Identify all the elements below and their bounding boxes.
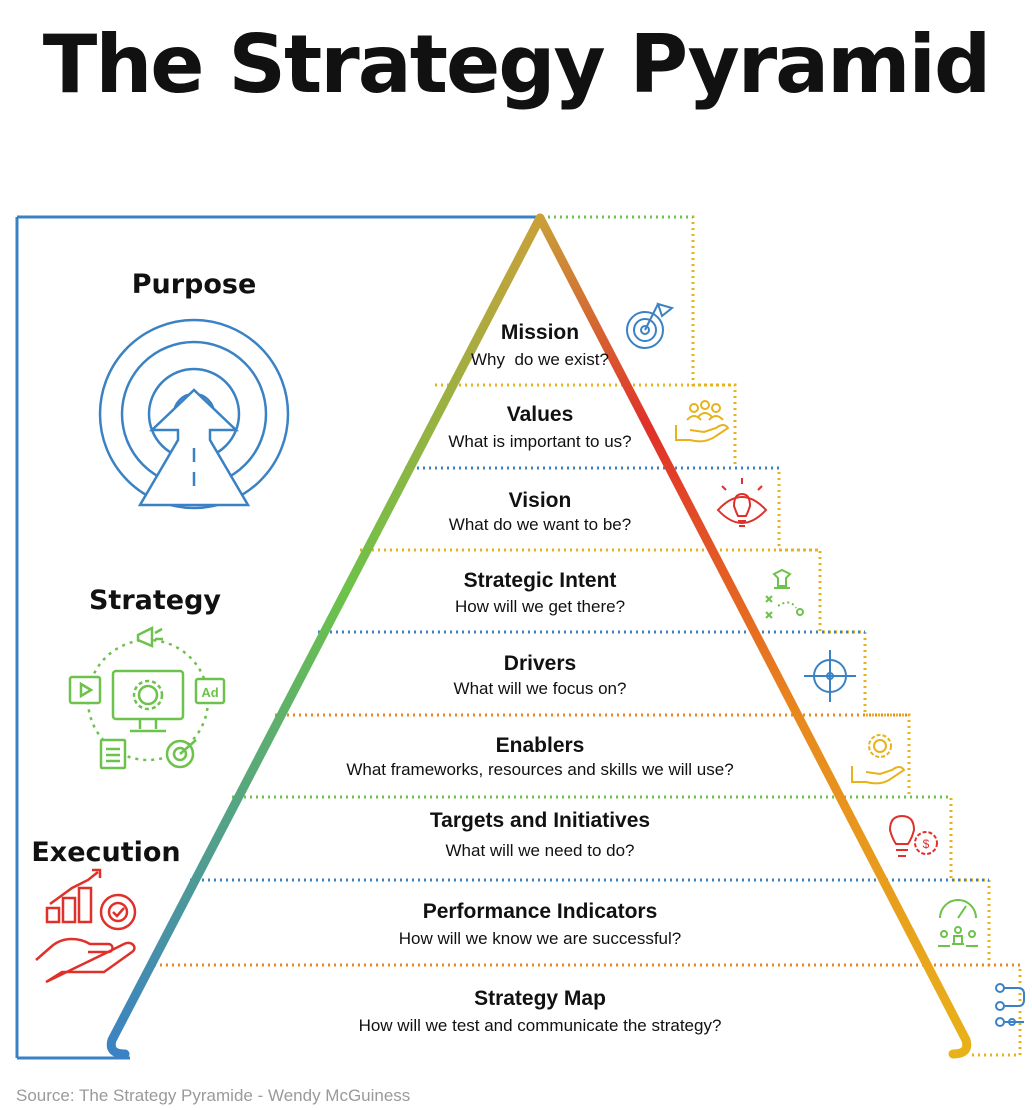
svg-text:Ad: Ad xyxy=(201,685,218,700)
section-label-purpose: Purpose xyxy=(132,269,257,300)
level-drivers: Drivers What will we focus on? xyxy=(454,652,627,698)
level-values: Values What is important to us? xyxy=(448,403,631,451)
section-label-strategy: Strategy xyxy=(89,585,221,616)
growth-hand-icon xyxy=(35,868,137,984)
target-flag-icon xyxy=(626,302,675,349)
level-title: Mission xyxy=(501,321,579,344)
level-vision: Vision What do we want to be? xyxy=(449,489,631,534)
level-performance-indicators: Performance Indicators How will we know … xyxy=(399,900,682,948)
source-caption: Source: The Strategy Pyramide - Wendy Mc… xyxy=(16,1086,411,1105)
gauge-people-icon xyxy=(938,899,978,947)
level-subtitle: How will we know we are successful? xyxy=(399,929,682,948)
level-title: Enablers xyxy=(496,734,585,757)
level-enablers: Enablers What frameworks, resources and … xyxy=(346,734,733,779)
pyramid-outline xyxy=(106,213,972,1059)
step-staircase xyxy=(548,215,1022,1057)
level-subtitle: What will we need to do? xyxy=(446,841,635,860)
level-title: Strategic Intent xyxy=(464,569,617,592)
level-title: Values xyxy=(507,403,574,426)
level-subtitle: How will we test and communicate the str… xyxy=(359,1016,722,1035)
people-hand-icon xyxy=(675,400,730,443)
level-subtitle: What frameworks, resources and skills we… xyxy=(346,760,733,779)
level-title: Strategy Map xyxy=(474,987,606,1010)
level-separators xyxy=(148,383,1020,967)
marketing-cycle-icon: Ad xyxy=(68,625,226,770)
level-title: Performance Indicators xyxy=(423,900,658,923)
section-label-execution: Execution xyxy=(31,837,180,868)
level-subtitle: What is important to us? xyxy=(448,432,631,451)
svg-text:$: $ xyxy=(923,837,930,851)
level-subtitle: What will we focus on? xyxy=(454,679,627,698)
level-subtitle: What do we want to be? xyxy=(449,515,631,534)
level-title: Targets and Initiatives xyxy=(430,809,650,832)
bulb-gear-icon: $ xyxy=(888,814,938,857)
bulb-eye-icon xyxy=(716,478,768,527)
flow-map-icon xyxy=(995,983,1025,1027)
level-strategy-map: Strategy Map How will we test and commun… xyxy=(359,987,722,1035)
page-title: The Strategy Pyramid xyxy=(42,18,991,111)
level-strategic-intent: Strategic Intent How will we get there? xyxy=(455,569,625,616)
level-subtitle: Why do we exist? xyxy=(471,350,609,369)
crosshair-icon xyxy=(804,650,856,702)
section-frame xyxy=(15,215,540,1060)
level-targets-and-initiatives: Targets and Initiatives What will we nee… xyxy=(430,809,650,860)
level-subtitle: How will we get there? xyxy=(455,597,625,616)
chess-plan-icon xyxy=(765,568,804,619)
gear-hand-icon xyxy=(851,734,906,785)
level-mission: Mission Why do we exist? xyxy=(471,321,609,369)
level-title: Vision xyxy=(509,489,572,512)
target-road-icon xyxy=(98,318,290,510)
level-title: Drivers xyxy=(504,652,576,675)
